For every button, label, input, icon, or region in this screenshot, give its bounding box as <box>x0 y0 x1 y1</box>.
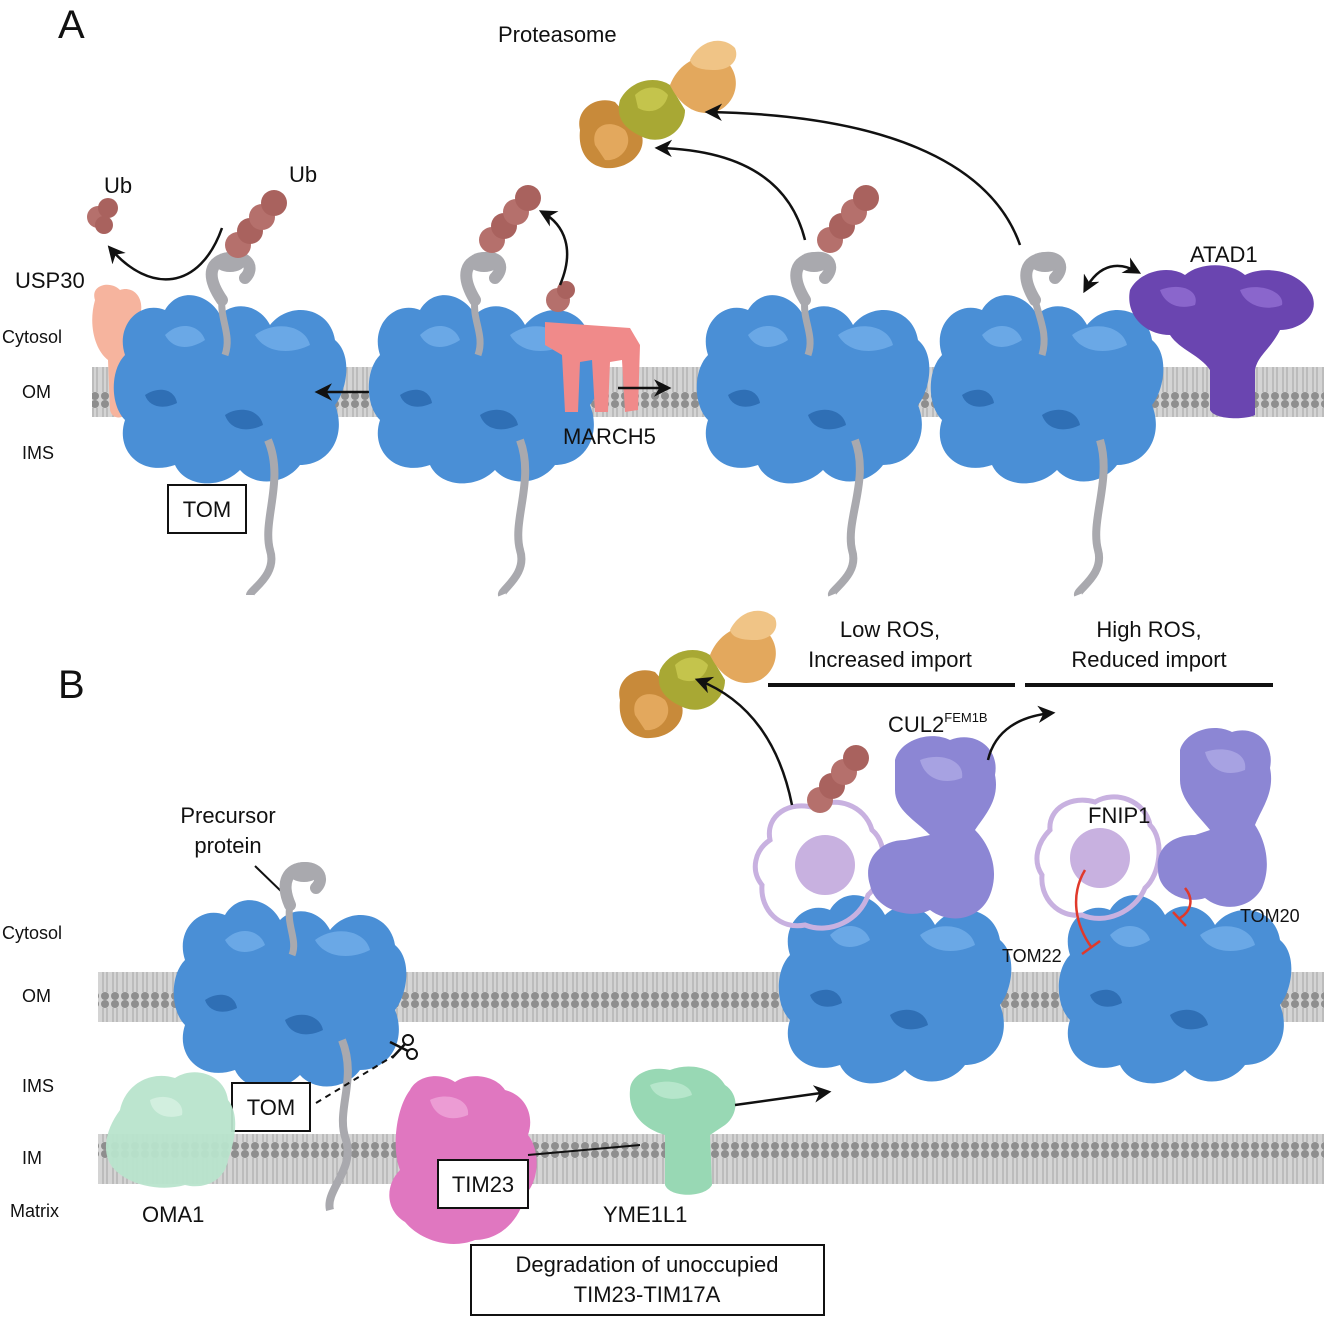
low-ros-line2: Increased import <box>808 647 972 672</box>
degradation-arrow-b <box>694 676 794 806</box>
degradation-line1: Degradation of unoccupied <box>516 1252 779 1277</box>
deub-arrow <box>107 227 224 281</box>
tom-complex-a3 <box>696 295 930 484</box>
precursor-label-line2: protein <box>194 833 261 858</box>
scissors-icon <box>389 1034 418 1060</box>
ubiquitination-arrow <box>538 210 569 286</box>
atad1-label: ATAD1 <box>1190 242 1258 267</box>
tom20-inhibition <box>1179 887 1192 920</box>
cul2-low-ros <box>868 736 996 919</box>
degradation-line2: TIM23-TIM17A <box>574 1282 721 1307</box>
low-ros-line1: Low ROS, <box>840 617 940 642</box>
extraction-double-arrow <box>1083 257 1142 294</box>
panel-b-letter: B <box>58 663 85 707</box>
precursor-label-line1: Precursor <box>180 803 275 828</box>
proteasome-a <box>579 40 737 169</box>
cul2-label: CUL2FEM1B <box>888 710 988 737</box>
compartment-matrix-b: Matrix <box>10 1201 59 1221</box>
tom20-label: TOM20 <box>1240 906 1300 926</box>
compartment-ims-a: IMS <box>22 443 54 463</box>
tim23-yme1l1-line <box>527 1144 641 1156</box>
tom-complex-a4 <box>930 295 1164 484</box>
precursor-protein-b1 <box>279 861 352 1211</box>
yme1l1-protein <box>629 1066 736 1195</box>
tim23-box-label: TIM23 <box>452 1172 514 1197</box>
ubiquitin-free <box>87 198 118 234</box>
fnip1-high-ros <box>1034 794 1162 921</box>
compartment-cytosol-a: Cytosol <box>2 327 62 347</box>
tom-complex-a1 <box>113 295 347 484</box>
proteasome-label: Proteasome <box>498 22 617 47</box>
yme1l1-label: YME1L1 <box>603 1202 687 1227</box>
march5-label: MARCH5 <box>563 424 656 449</box>
compartment-om-a: OM <box>22 382 51 402</box>
tom-complex-b2 <box>778 895 1012 1084</box>
panel-a-letter: A <box>58 3 85 47</box>
high-ros-line2: Reduced import <box>1071 647 1226 672</box>
precursor-protein-a1 <box>205 251 279 597</box>
oma1-protein <box>105 1072 236 1188</box>
tom-box-a <box>167 484 247 534</box>
tom-box-a-label: TOM <box>183 497 231 522</box>
tom20-inhibition-bar <box>1172 911 1187 927</box>
usp30-label: USP30 <box>15 268 85 293</box>
tom-box-b-label: TOM <box>247 1095 295 1120</box>
precursor-protein-a3 <box>790 251 864 597</box>
compartment-cytosol-b: Cytosol <box>2 923 62 943</box>
cul2-high-ros <box>1157 728 1272 907</box>
precursor-protein-a4 <box>1020 251 1108 597</box>
ubiquitin-chain-a3 <box>817 185 879 253</box>
degradation-arrow-a2 <box>704 103 1022 246</box>
ubiquitin-chain-a2 <box>479 185 541 253</box>
tom-box-b <box>231 1082 311 1132</box>
precursor-protein-a2 <box>460 251 530 597</box>
tom22-inhibition-bar <box>1081 939 1101 956</box>
arrow-to-tom-b <box>734 1085 832 1107</box>
high-ros-line1: High ROS, <box>1096 617 1201 642</box>
ub-right-label: Ub <box>289 162 317 187</box>
degradation-box <box>470 1244 825 1316</box>
march5-protein <box>545 281 640 412</box>
compartment-om-b: OM <box>22 986 51 1006</box>
cleavage-dashed-line <box>315 1054 396 1104</box>
fnip1-label: FNIP1 <box>1088 803 1150 828</box>
usp30-protein <box>92 284 145 418</box>
tim23-box <box>437 1159 529 1209</box>
cul2-release-arrow <box>986 705 1056 761</box>
degradation-arrow-a1 <box>654 139 807 241</box>
tom22-inhibition <box>1074 869 1094 949</box>
ubiquitin-chain-a1 <box>225 190 287 258</box>
compartment-ims-b: IMS <box>22 1076 54 1096</box>
atad1-protein <box>1129 265 1314 419</box>
compartment-im-b: IM <box>22 1148 42 1168</box>
oma1-label: OMA1 <box>142 1202 204 1227</box>
ub-left-label: Ub <box>104 173 132 198</box>
tom22-label: TOM22 <box>1002 946 1062 966</box>
